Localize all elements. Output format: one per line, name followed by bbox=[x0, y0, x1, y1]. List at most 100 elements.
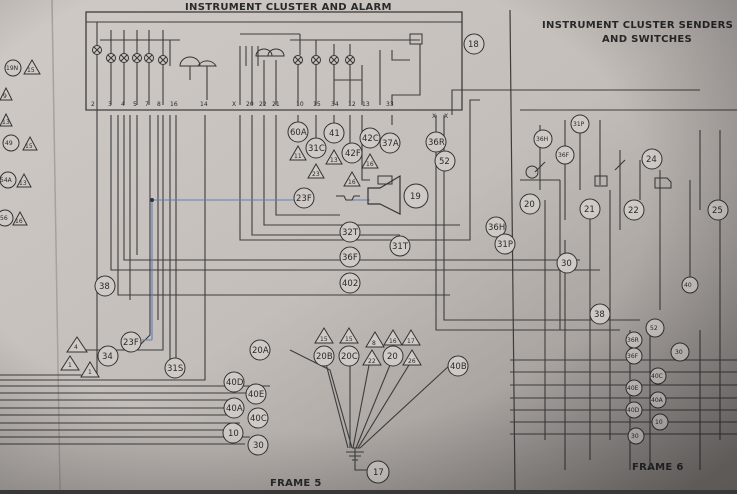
svg-text:15: 15 bbox=[320, 336, 328, 343]
svg-text:21: 21 bbox=[584, 205, 595, 215]
svg-text:13: 13 bbox=[19, 180, 27, 187]
svg-text:56: 56 bbox=[0, 215, 8, 222]
main-title: INSTRUMENT CLUSTER AND ALARM bbox=[185, 2, 392, 13]
svg-text:18: 18 bbox=[468, 40, 479, 50]
svg-text:17: 17 bbox=[407, 338, 415, 345]
svg-text:1: 1 bbox=[68, 362, 72, 369]
svg-text:36H: 36H bbox=[536, 136, 548, 143]
svg-text:36H: 36H bbox=[488, 223, 505, 233]
svg-text:31P: 31P bbox=[497, 240, 513, 250]
svg-text:34: 34 bbox=[102, 352, 113, 362]
svg-text:7: 7 bbox=[145, 101, 149, 108]
right-title-2: AND SWITCHES bbox=[602, 34, 692, 45]
svg-text:40D: 40D bbox=[226, 378, 244, 388]
svg-text:36F: 36F bbox=[627, 353, 639, 360]
svg-text:40E: 40E bbox=[248, 390, 264, 400]
svg-text:49: 49 bbox=[5, 140, 13, 147]
svg-text:402: 402 bbox=[342, 279, 358, 289]
svg-text:22: 22 bbox=[368, 358, 376, 365]
svg-text:20B: 20B bbox=[316, 352, 333, 362]
svg-text:15: 15 bbox=[345, 336, 353, 343]
svg-text:15: 15 bbox=[25, 143, 33, 150]
svg-text:16: 16 bbox=[15, 218, 23, 225]
svg-text:22: 22 bbox=[259, 101, 267, 108]
svg-text:10: 10 bbox=[655, 419, 663, 426]
svg-text:13: 13 bbox=[2, 119, 10, 126]
svg-text:12: 12 bbox=[348, 101, 356, 108]
svg-text:52: 52 bbox=[439, 157, 450, 167]
svg-text:22: 22 bbox=[628, 206, 639, 216]
svg-text:21: 21 bbox=[272, 101, 280, 108]
svg-text:38: 38 bbox=[99, 282, 110, 292]
svg-text:32T: 32T bbox=[342, 228, 359, 238]
junction-dot bbox=[150, 198, 154, 202]
svg-text:11: 11 bbox=[294, 153, 302, 160]
svg-text:13: 13 bbox=[330, 157, 338, 164]
svg-text:9: 9 bbox=[3, 93, 7, 100]
svg-text:54A: 54A bbox=[0, 177, 13, 184]
svg-text:15: 15 bbox=[313, 101, 321, 108]
svg-text:X: X bbox=[232, 101, 236, 108]
svg-text:4: 4 bbox=[121, 101, 125, 108]
svg-text:17: 17 bbox=[373, 468, 384, 478]
svg-text:10: 10 bbox=[296, 101, 304, 108]
svg-text:20C: 20C bbox=[341, 352, 358, 362]
svg-text:36F: 36F bbox=[558, 152, 570, 159]
svg-text:5: 5 bbox=[133, 101, 137, 108]
svg-text:16: 16 bbox=[366, 161, 374, 168]
svg-text:31C: 31C bbox=[308, 144, 325, 154]
svg-text:23: 23 bbox=[312, 171, 320, 178]
svg-text:23F: 23F bbox=[296, 194, 312, 204]
svg-text:16: 16 bbox=[348, 179, 356, 186]
svg-text:19: 19 bbox=[410, 192, 421, 202]
svg-text:40C: 40C bbox=[250, 414, 267, 424]
svg-text:40C: 40C bbox=[651, 373, 663, 380]
svg-text:40: 40 bbox=[684, 282, 692, 289]
svg-text:30: 30 bbox=[561, 259, 572, 269]
svg-text:20: 20 bbox=[246, 101, 254, 108]
svg-text:40E: 40E bbox=[627, 385, 639, 392]
svg-text:25: 25 bbox=[712, 206, 723, 216]
svg-text:24: 24 bbox=[646, 155, 657, 165]
svg-text:31T: 31T bbox=[392, 242, 409, 252]
svg-text:16: 16 bbox=[389, 338, 397, 345]
svg-text:26: 26 bbox=[408, 358, 416, 365]
svg-text:38: 38 bbox=[594, 310, 605, 320]
svg-text:41: 41 bbox=[329, 129, 340, 139]
svg-text:19N: 19N bbox=[6, 65, 18, 72]
frame-5-label: FRAME 5 bbox=[270, 478, 322, 489]
svg-text:42F: 42F bbox=[345, 149, 361, 159]
svg-text:40D: 40D bbox=[627, 407, 640, 414]
svg-text:20: 20 bbox=[524, 200, 535, 210]
svg-text:4: 4 bbox=[74, 344, 78, 351]
svg-text:40A: 40A bbox=[651, 397, 664, 404]
svg-text:40B: 40B bbox=[450, 362, 467, 372]
svg-text:16: 16 bbox=[170, 101, 178, 108]
svg-text:52: 52 bbox=[650, 325, 658, 332]
svg-text:42C: 42C bbox=[362, 134, 379, 144]
frame-6-label: FRAME 6 bbox=[632, 462, 684, 473]
svg-text:37A: 37A bbox=[382, 139, 399, 149]
svg-text:31P: 31P bbox=[573, 121, 585, 128]
svg-text:13: 13 bbox=[362, 101, 370, 108]
svg-text:36R: 36R bbox=[627, 337, 639, 344]
right-title-1: INSTRUMENT CLUSTER SENDERS bbox=[542, 20, 733, 31]
svg-text:8: 8 bbox=[372, 340, 376, 347]
svg-text:3: 3 bbox=[108, 101, 112, 108]
svg-text:33: 33 bbox=[386, 101, 394, 108]
svg-text:30: 30 bbox=[631, 433, 639, 440]
svg-text:20A: 20A bbox=[252, 346, 269, 356]
svg-text:8: 8 bbox=[157, 101, 161, 108]
svg-text:36R: 36R bbox=[428, 138, 445, 148]
svg-text:1: 1 bbox=[88, 369, 92, 376]
svg-text:23F: 23F bbox=[123, 338, 139, 348]
svg-text:40A: 40A bbox=[226, 404, 243, 414]
svg-text:14: 14 bbox=[200, 101, 208, 108]
svg-text:30: 30 bbox=[253, 441, 264, 451]
svg-text:20: 20 bbox=[387, 352, 398, 362]
svg-text:60A: 60A bbox=[290, 128, 307, 138]
svg-text:36F: 36F bbox=[342, 253, 358, 263]
svg-text:2: 2 bbox=[91, 101, 95, 108]
